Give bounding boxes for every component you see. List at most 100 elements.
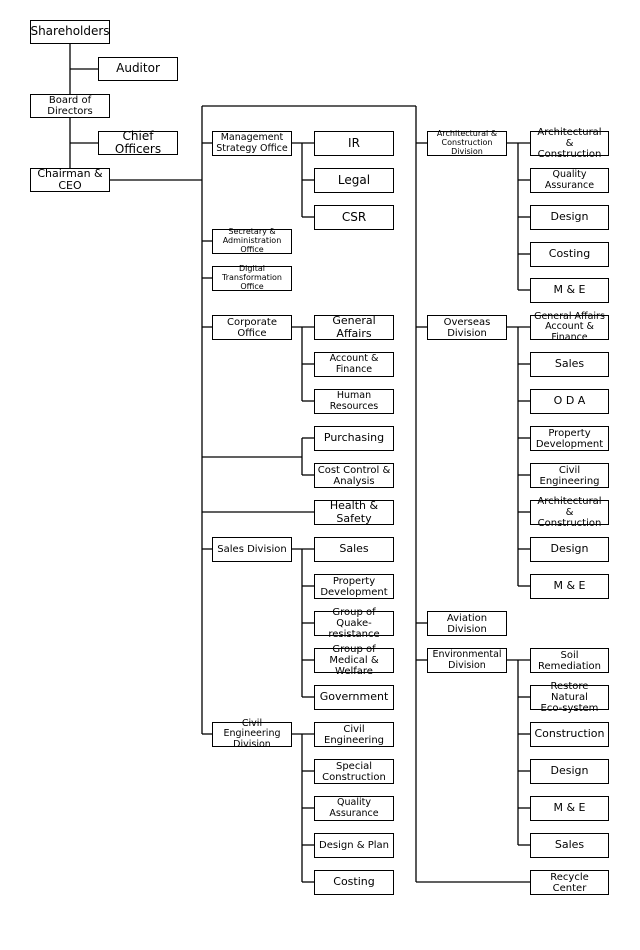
acd-label: Architectural & Construction Division: [436, 129, 498, 156]
ov-arch-label: Architectural & Construction: [537, 496, 602, 529]
digital-label: Digital Transformation Office: [221, 264, 283, 291]
civil-engineering-division-box: Civil Engineering Division: [212, 717, 292, 750]
sd-government-label: Government: [319, 690, 389, 704]
secretary-administration-office-box: Secretary & Administration Office: [212, 227, 292, 254]
sd-sales-label: Sales: [339, 542, 369, 556]
ov-gaaf-label: General Affairs Account & Finance: [534, 310, 605, 343]
mgmt-strategy-label: Management Strategy Office: [216, 132, 288, 154]
legal-box: Legal: [314, 168, 394, 193]
overseas-label: Overseas Division: [443, 316, 491, 339]
env-sales-label: Sales: [554, 838, 585, 852]
env-restore-eco-system-box: Restore Natural Eco-system: [530, 681, 609, 714]
env-design-box: Design: [530, 759, 609, 784]
ov-architectural-construction-box: Architectural & Construction: [530, 496, 609, 529]
acd-quality-assurance-box: Quality Assurance: [530, 168, 609, 193]
acd-design-label: Design: [550, 210, 589, 224]
human-resources-label: Human Resources: [329, 390, 379, 412]
sd-medical-label: Group of Medical & Welfare: [329, 644, 379, 677]
ov-oda-box: O D A: [530, 389, 609, 414]
health-safety-box: Health & Safety: [314, 500, 394, 525]
acd-costing-box: Costing: [530, 242, 609, 267]
sales-box: Sales: [314, 537, 394, 562]
cd-costing-label: Costing: [333, 875, 375, 889]
recycle-center-box: Recycle Center: [530, 870, 609, 895]
management-strategy-office-box: Management Strategy Office: [212, 131, 292, 156]
recycle-label: Recycle Center: [550, 871, 589, 894]
sd-quake-label: Group of Quake-resistance: [328, 607, 380, 640]
property-development-box: Property Development: [314, 574, 394, 599]
acd-me-label: M & E: [553, 283, 586, 297]
secretary-label: Secretary & Administration Office: [222, 227, 282, 254]
civil-division-label: Civil Engineering Division: [223, 717, 281, 750]
env-sales-box: Sales: [530, 833, 609, 858]
overseas-division-box: Overseas Division: [427, 315, 507, 340]
design-plan-box: Design & Plan: [314, 833, 394, 858]
purchasing-box: Purchasing: [314, 426, 394, 451]
cd-design-plan-label: Design & Plan: [319, 840, 389, 851]
account-finance-box: Account & Finance: [314, 352, 394, 377]
acd-architectural-construction-box: Architectural & Construction: [530, 127, 609, 160]
cost-control-label: Cost Control & Analysis: [317, 464, 391, 487]
csr-box: CSR: [314, 205, 394, 230]
group-quake-resistance-box: Group of Quake-resistance: [314, 607, 394, 640]
ir-box: IR: [314, 131, 394, 156]
ov-design-label: Design: [550, 542, 589, 556]
env-me-label: M & E: [553, 801, 586, 815]
human-resources-box: Human Resources: [314, 389, 394, 414]
ov-civil-engineering-box: Civil Engineering: [530, 463, 609, 488]
digital-transformation-office-box: Digital Transformation Office: [212, 264, 292, 291]
ov-general-affairs-finance-box: General Affairs Account & Finance: [530, 310, 609, 343]
sales-division-label: Sales Division: [217, 544, 287, 555]
ov-sales-label: Sales: [554, 357, 585, 371]
environmental-division-box: Environmental Division: [427, 648, 507, 673]
env-construction-box: Construction: [530, 722, 609, 747]
cd-special-label: Special Construction: [322, 760, 386, 783]
acd-costing-label: Costing: [548, 247, 591, 261]
env-construction-label: Construction: [534, 727, 605, 741]
corporate-label: Corporate Office: [227, 316, 277, 339]
aviation-label: Aviation Division: [446, 612, 488, 635]
auditor-label: Auditor: [116, 61, 160, 76]
legal-label: Legal: [337, 172, 371, 187]
ir-label: IR: [348, 135, 360, 150]
general-affairs-label: General Affairs: [332, 314, 376, 340]
health-safety-label: Health & Safety: [329, 499, 379, 525]
ov-civil-label: Civil Engineering: [539, 464, 600, 487]
acd-arch-label: Architectural & Construction: [537, 127, 602, 160]
env-me-box: M & E: [530, 796, 609, 821]
chairman-ceo-box: Chairman & CEO: [30, 166, 110, 192]
environmental-label: Environmental Division: [432, 649, 502, 671]
sales-division-box: Sales Division: [212, 537, 292, 562]
ov-design-box: Design: [530, 537, 609, 562]
chief-officers-box: Chief Officers: [98, 129, 178, 156]
government-box: Government: [314, 685, 394, 710]
costing-box: Costing: [314, 870, 394, 895]
ov-property-label: Property Development: [535, 427, 604, 450]
acd-quality-label: Quality Assurance: [544, 169, 595, 191]
env-design-label: Design: [550, 764, 589, 778]
quality-assurance-box: Quality Assurance: [314, 796, 394, 821]
ov-me-label: M & E: [553, 579, 586, 593]
corporate-office-box: Corporate Office: [212, 315, 292, 340]
ov-oda-label: O D A: [553, 394, 586, 408]
civil-engineering-box: Civil Engineering: [314, 722, 394, 747]
board-label: Board of Directors: [47, 95, 93, 117]
chairman-label: Chairman & CEO: [37, 166, 103, 192]
general-affairs-box: General Affairs: [314, 315, 394, 340]
ov-me-box: M & E: [530, 574, 609, 599]
acd-design-box: Design: [530, 205, 609, 230]
ov-sales-box: Sales: [530, 352, 609, 377]
env-restore-label: Restore Natural Eco-system: [540, 681, 599, 714]
group-medical-welfare-box: Group of Medical & Welfare: [314, 644, 394, 677]
special-construction-box: Special Construction: [314, 759, 394, 784]
board-of-directors-box: Board of Directors: [30, 94, 110, 118]
account-finance-label: Account & Finance: [329, 353, 379, 375]
cd-civil-label: Civil Engineering: [324, 723, 384, 746]
env-soil-label: Soil Remediation: [538, 649, 601, 672]
purchasing-label: Purchasing: [323, 431, 385, 445]
architectural-construction-division-box: Architectural & Construction Division: [427, 129, 507, 156]
env-soil-remediation-box: Soil Remediation: [530, 648, 609, 673]
acd-me-box: M & E: [530, 278, 609, 303]
